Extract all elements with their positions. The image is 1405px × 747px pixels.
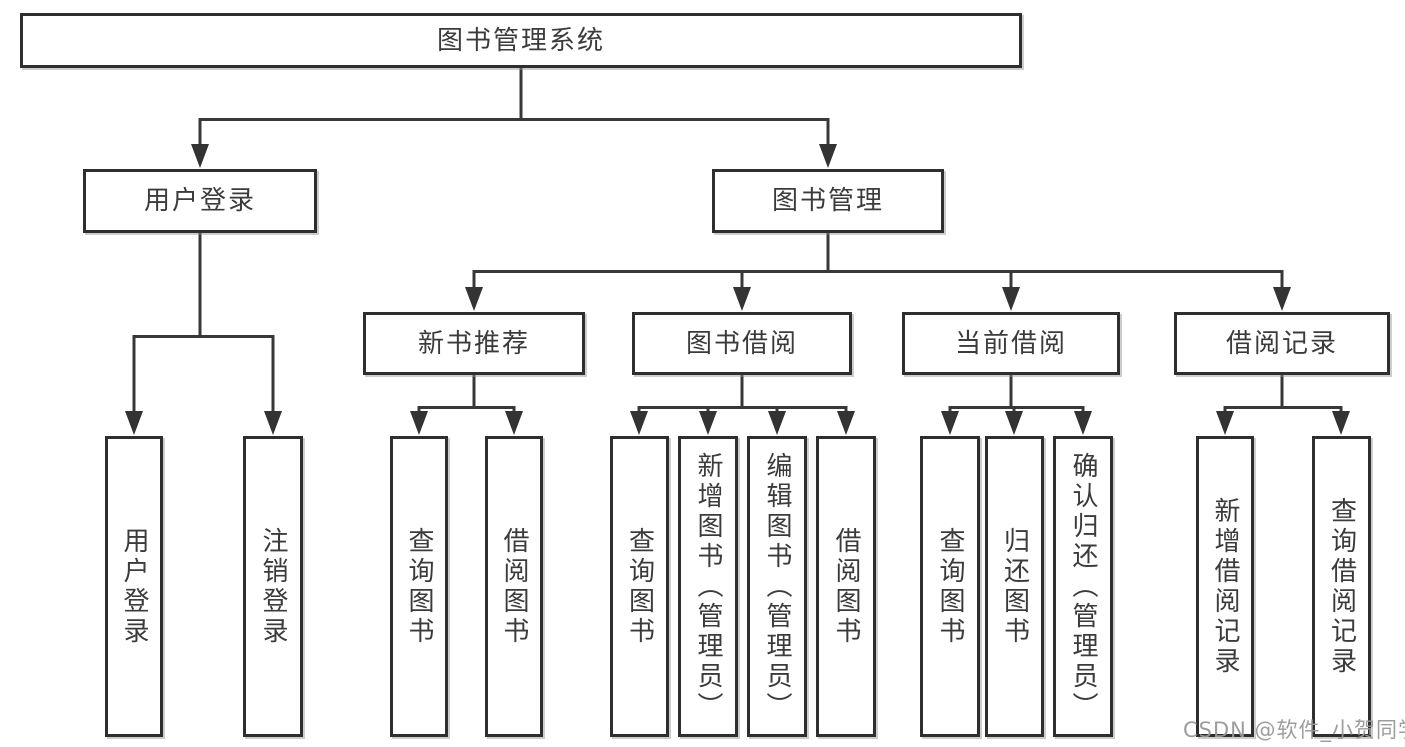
arrow-bb-add-icon (699, 411, 717, 435)
arrow-cb-query-icon (941, 411, 959, 435)
csdn-watermark: CSDN @软件_小贺同学 (1183, 718, 1405, 742)
leaf-logout-label: 注销登录 (258, 526, 288, 647)
leaf-borrow-borrow-books-label: 借阅图书 (831, 526, 861, 647)
arrow-br-add-icon (1216, 411, 1234, 435)
leaf-current-confirm-return: 确认归还（管理员） (1053, 436, 1113, 737)
leaf-current-return-books-label: 归还图书 (999, 526, 1030, 647)
node-borrow-records: 借阅记录 (1174, 312, 1390, 375)
arrowheads (125, 144, 1350, 435)
leaf-records-query-record: 查询借阅记录 (1312, 436, 1371, 737)
leaf-current-return-books: 归还图书 (985, 436, 1044, 737)
leaf-records-add-record-label: 新增借阅记录 (1210, 496, 1240, 677)
arrow-br-query-icon (1332, 411, 1350, 435)
leaf-records-query-record-label: 查询借阅记录 (1326, 496, 1357, 677)
leaf-rec-borrow-books-label: 借阅图书 (499, 526, 529, 647)
leaf-borrow-edit-books: 编辑图书（管理员） (747, 436, 807, 737)
leaf-borrow-query-books-label: 查询图书 (624, 526, 655, 647)
node-root-label: 图书管理系统 (436, 25, 605, 56)
arrow-rec-query-icon (410, 411, 428, 435)
arrow-leaf-logout-icon (264, 411, 282, 435)
node-new-book-rec-label: 新书推荐 (417, 328, 530, 359)
node-current-borrow: 当前借阅 (902, 312, 1120, 375)
leaf-borrow-add-books-label: 新增图书（管理员） (693, 451, 723, 722)
node-user-login: 用户登录 (83, 169, 317, 233)
leaf-user-login-label: 用户登录 (119, 526, 149, 647)
arrow-book-management-icon (819, 144, 837, 168)
leaf-current-confirm-return-label: 确认归还（管理员） (1068, 451, 1098, 722)
leaf-records-add-record: 新增借阅记录 (1196, 436, 1254, 737)
leaf-rec-query-books-label: 查询图书 (404, 526, 434, 647)
node-user-login-label: 用户登录 (143, 186, 256, 216)
arrow-bb-query-icon (630, 411, 648, 435)
arrow-cb-confirm-icon (1074, 411, 1092, 435)
leaf-current-query-books-label: 查询图书 (935, 526, 965, 647)
leaf-rec-borrow-books: 借阅图书 (485, 436, 543, 737)
leaf-rec-query-books: 查询图书 (390, 436, 448, 737)
leaf-user-login: 用户登录 (105, 436, 163, 737)
node-book-borrow: 图书借阅 (632, 312, 852, 375)
node-book-management: 图书管理 (712, 169, 944, 233)
node-borrow-records-label: 借阅记录 (1225, 328, 1338, 359)
leaf-borrow-borrow-books: 借阅图书 (816, 436, 876, 737)
arrow-borrow-records-icon (1273, 287, 1291, 311)
leaf-current-query-books: 查询图书 (920, 436, 980, 737)
node-book-management-label: 图书管理 (771, 186, 884, 216)
leaf-borrow-query-books: 查询图书 (610, 436, 669, 737)
leaf-borrow-edit-books-label: 编辑图书（管理员） (762, 451, 792, 722)
arrow-rec-borrow-icon (505, 411, 523, 435)
arrow-cb-return-icon (1005, 411, 1023, 435)
leaf-borrow-add-books: 新增图书（管理员） (678, 436, 738, 737)
node-book-borrow-label: 图书借阅 (685, 328, 798, 359)
arrow-bb-borrow-icon (837, 411, 855, 435)
arrow-new-book-rec-icon (465, 287, 483, 311)
arrow-leaf-user-login-icon (125, 411, 143, 435)
arrow-user-login-icon (191, 144, 209, 168)
node-new-book-rec: 新书推荐 (363, 312, 585, 375)
node-root: 图书管理系统 (20, 13, 1022, 68)
arrow-book-borrow-icon (733, 287, 751, 311)
arrow-current-borrow-icon (1002, 287, 1020, 311)
node-current-borrow-label: 当前借阅 (954, 328, 1067, 359)
leaf-logout: 注销登录 (243, 436, 303, 737)
arrow-bb-edit-icon (768, 411, 786, 435)
